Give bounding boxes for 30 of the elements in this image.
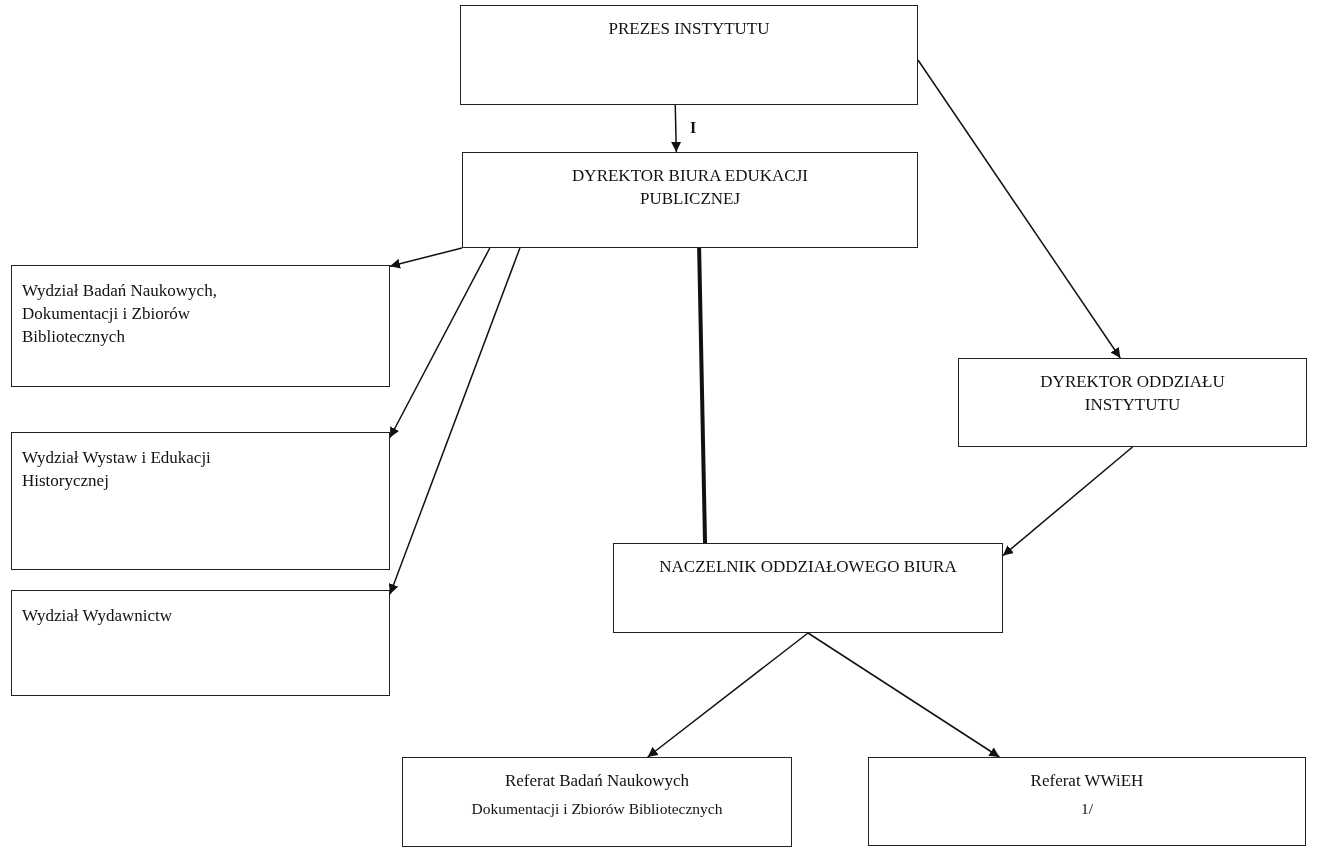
arrow [671, 104, 682, 153]
org-box [402, 757, 792, 847]
thick-line [697, 247, 708, 544]
org-box [11, 590, 390, 696]
arrow [807, 632, 1001, 758]
org-box [11, 265, 390, 387]
org-box [613, 543, 1003, 633]
box-subtext: Dokumentacji i Zbiorów Bibliotecznych [471, 798, 723, 819]
box-title: Referat WWiEH [1030, 770, 1144, 792]
arrow [389, 247, 463, 269]
org-box [460, 5, 918, 105]
box-title: PREZES INSTYTUTU [608, 18, 770, 40]
box-title: Referat Badań Naukowych [504, 770, 690, 792]
org-box [11, 432, 390, 570]
arrow [1002, 446, 1134, 557]
arrow [389, 247, 491, 439]
arrow [917, 59, 1122, 359]
arrow [388, 247, 521, 595]
box-title: Wydział Badań Naukowych, Dokumentacji i Zbiorów Bibliotecznych [22, 280, 218, 348]
box-title: Wydział Wystaw i Edukacji Historycznej [22, 447, 212, 492]
box-subtext: 1/ [1080, 798, 1094, 819]
box-title: NACZELNIK ODDZIAŁOWEGO BIURA [659, 556, 957, 578]
box-title: DYREKTOR BIURA EDUKACJI PUBLICZNEJ [571, 165, 809, 210]
edge-label: I [688, 120, 699, 136]
org-box [868, 757, 1306, 846]
org-box [958, 358, 1307, 447]
arrow [646, 632, 809, 758]
org-box [462, 152, 918, 248]
box-title: Wydział Wydawnictw [22, 605, 173, 627]
box-title: DYREKTOR ODDZIAŁU INSTYTUTU [1039, 371, 1226, 416]
